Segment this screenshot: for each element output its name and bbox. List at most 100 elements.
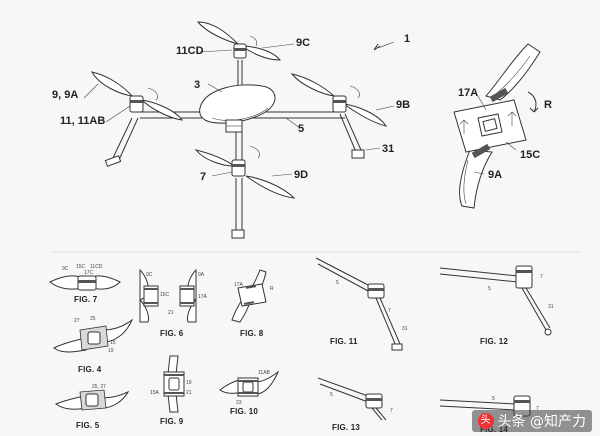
fig6-blade-a-bot	[139, 298, 149, 323]
label-31: 31	[382, 143, 394, 155]
fig11-foot	[391, 343, 403, 351]
fig-7: 9C 15C 11CD 17C FIG. 7	[49, 264, 121, 304]
band-9c	[234, 48, 246, 51]
fig10-band-bot	[238, 392, 258, 394]
fig-10: 11AB 23 FIG. 10	[219, 370, 280, 416]
fig10-label-23: 23	[236, 400, 242, 406]
detail-label-15c: 15C	[520, 149, 540, 161]
rotation-arrow-9d	[249, 145, 260, 159]
leader-11cd	[199, 49, 233, 53]
fig12-band	[516, 270, 532, 273]
leader-9c	[261, 43, 295, 49]
label-9c: 9C	[296, 37, 310, 49]
foot-rear	[231, 229, 245, 239]
fig12-caption: FIG. 12	[480, 337, 508, 346]
fig12-motor	[515, 265, 533, 289]
rotor-9a	[91, 71, 184, 167]
fig4-label-27: 27	[74, 318, 80, 324]
arrow-up-left-icon	[459, 119, 469, 134]
blade-9c-right	[240, 45, 282, 61]
motor-9a	[129, 95, 144, 113]
leader-9a-detail	[473, 171, 485, 175]
fig9-blade-bot	[167, 393, 179, 413]
fig13-label-5: 5	[330, 392, 333, 398]
watermark-text: 头条 @知产力	[497, 414, 586, 430]
fig10-caption: FIG. 10	[230, 407, 258, 416]
fig11-band	[368, 288, 384, 291]
blade-9a-right	[140, 99, 184, 121]
rotor-9c	[196, 21, 282, 61]
leader-15c	[505, 141, 517, 151]
fig10-label-11ab: 11AB	[258, 370, 271, 376]
fig-5: 25, 27 FIG. 5	[54, 384, 130, 430]
fig6-hub-b	[179, 285, 195, 307]
leader-11ab	[105, 105, 131, 123]
watermark-badge: 头 头条 @知产力	[471, 410, 592, 432]
fig6-label-9c: 9C	[146, 272, 153, 278]
fig13-arm	[317, 377, 369, 403]
drone-main-view: 1 3 5 7 31 9, 9A 11, 11AB 11CD 9C 9B 9D	[52, 21, 410, 239]
fig14-arm	[439, 399, 517, 411]
rotation-arrow-9a	[147, 87, 158, 101]
detail-blade-lower	[459, 149, 493, 209]
leader-1	[377, 41, 395, 49]
fig7-label-11cd: 11CD	[90, 264, 103, 270]
fig11-leg	[375, 297, 401, 347]
fig5-label-25-27: 25, 27	[92, 384, 106, 390]
motor-9d	[231, 159, 246, 177]
fig10-hub	[242, 381, 254, 393]
detail-hub-core	[482, 118, 498, 132]
fig9-hub	[168, 377, 180, 391]
rotation-arrow-9b	[349, 85, 360, 99]
leader-7	[211, 171, 233, 177]
fig6-hub-a	[143, 285, 159, 307]
fig6-label-21: 21	[168, 310, 174, 316]
body-seam	[211, 107, 269, 121]
fig8-band-bot	[243, 301, 255, 305]
foot-left	[104, 155, 122, 167]
fig12-arm	[439, 267, 519, 283]
fig-12: 7 5 31 FIG. 12	[439, 265, 554, 346]
fig9-label-15a: 15A	[150, 390, 160, 396]
leg-left	[111, 117, 139, 163]
fig7-label-15c: 15C	[76, 264, 86, 270]
detail-label-9a: 9A	[488, 169, 502, 181]
detail-label-17a: 17A	[458, 87, 478, 99]
fig11-arm	[315, 257, 371, 293]
fig9-band-bot	[164, 392, 184, 394]
fig6-band-a2	[144, 302, 158, 304]
detail-blade-upper-edge	[495, 55, 531, 95]
detail-blade-upper	[485, 43, 541, 101]
fig11-label-7: 7	[388, 308, 391, 314]
arrow-up-right-icon	[507, 111, 517, 126]
fig9-blade-top	[167, 355, 179, 375]
fig13-label-7: 7	[390, 408, 393, 414]
leader-9d	[271, 173, 293, 177]
label-9-9a: 9, 9A	[52, 89, 78, 101]
fig11-label-5: 5	[336, 280, 339, 286]
fig6-band-b2	[180, 302, 194, 304]
leader-5	[285, 117, 301, 129]
detail-blade-lower-edge	[463, 159, 469, 205]
label-11-11ab: 11, 11AB	[60, 115, 105, 127]
leg-right	[339, 113, 362, 153]
toutiao-logo-icon: 头	[477, 413, 494, 429]
fig-6: 9C 15C 9A 17A 21 FIG. 6	[139, 268, 208, 338]
fig6-band-b1	[180, 288, 194, 290]
fig14-label-5: 5	[492, 396, 495, 402]
band-9b	[333, 100, 346, 103]
fig7-caption: FIG. 7	[74, 295, 98, 304]
detail-label-r: R	[544, 99, 552, 111]
fig8-label-r: R	[270, 286, 274, 292]
blade-9d-right	[245, 175, 296, 199]
fig12-label-5: 5	[488, 286, 491, 292]
fig4-blade-right	[103, 318, 134, 343]
foot-right	[351, 149, 365, 159]
fig10-band-top	[238, 380, 258, 382]
rotation-arrow-r-icon	[527, 91, 539, 113]
label-1: 1	[404, 33, 410, 45]
detail-band-top	[489, 87, 509, 103]
fig4-caption: FIG. 4	[78, 365, 102, 374]
